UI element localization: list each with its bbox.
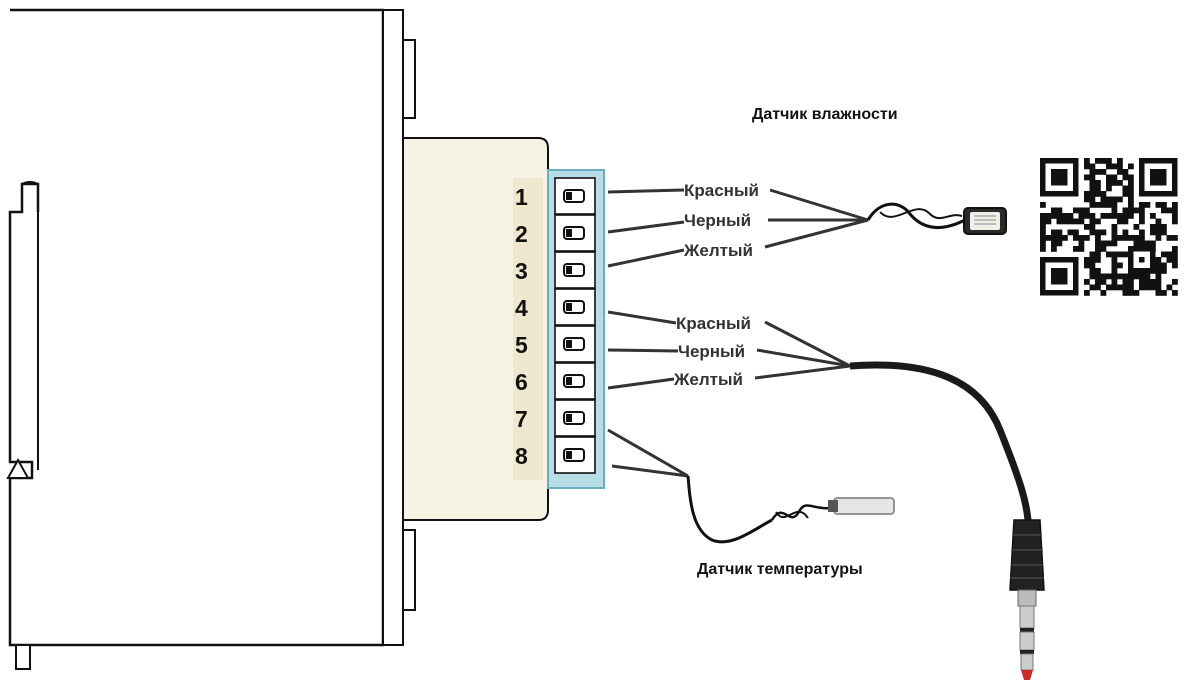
terminal-number: 7 bbox=[515, 406, 528, 432]
humidity-sensor-probe bbox=[866, 202, 1007, 235]
jack-wire-label-yellow: Желтый bbox=[673, 370, 743, 389]
temperature-wires bbox=[607, 428, 689, 478]
terminal-number: 4 bbox=[515, 295, 528, 321]
terminal-numbers: 1 2 3 4 5 6 7 8 bbox=[513, 178, 543, 480]
humidity-wires bbox=[607, 188, 869, 268]
jack-wires bbox=[607, 310, 851, 390]
jack-wire-label-black: Черный bbox=[678, 342, 745, 361]
din-rail-housing bbox=[6, 8, 549, 670]
qr-code-icon bbox=[1038, 156, 1180, 298]
temperature-sensor-title: Датчик температуры bbox=[697, 561, 863, 578]
wire-label-black: Черный bbox=[684, 211, 751, 230]
wire-label-red: Красный bbox=[684, 181, 759, 200]
wire-label-yellow: Желтый bbox=[683, 241, 753, 260]
terminal-number: 6 bbox=[515, 369, 528, 395]
temperature-sensor-probe bbox=[686, 475, 895, 544]
terminal-number: 5 bbox=[515, 332, 528, 358]
terminal-number: 1 bbox=[515, 184, 528, 210]
terminal-screws bbox=[554, 177, 596, 474]
terminal-number: 8 bbox=[515, 443, 528, 469]
terminal-number: 2 bbox=[515, 221, 528, 247]
terminal-block bbox=[547, 169, 605, 489]
audio-jack-plug bbox=[849, 361, 1045, 680]
humidity-sensor-title: Датчик влажности bbox=[752, 106, 898, 123]
terminal-number: 3 bbox=[515, 258, 528, 284]
jack-wire-label-red: Красный bbox=[676, 314, 751, 333]
